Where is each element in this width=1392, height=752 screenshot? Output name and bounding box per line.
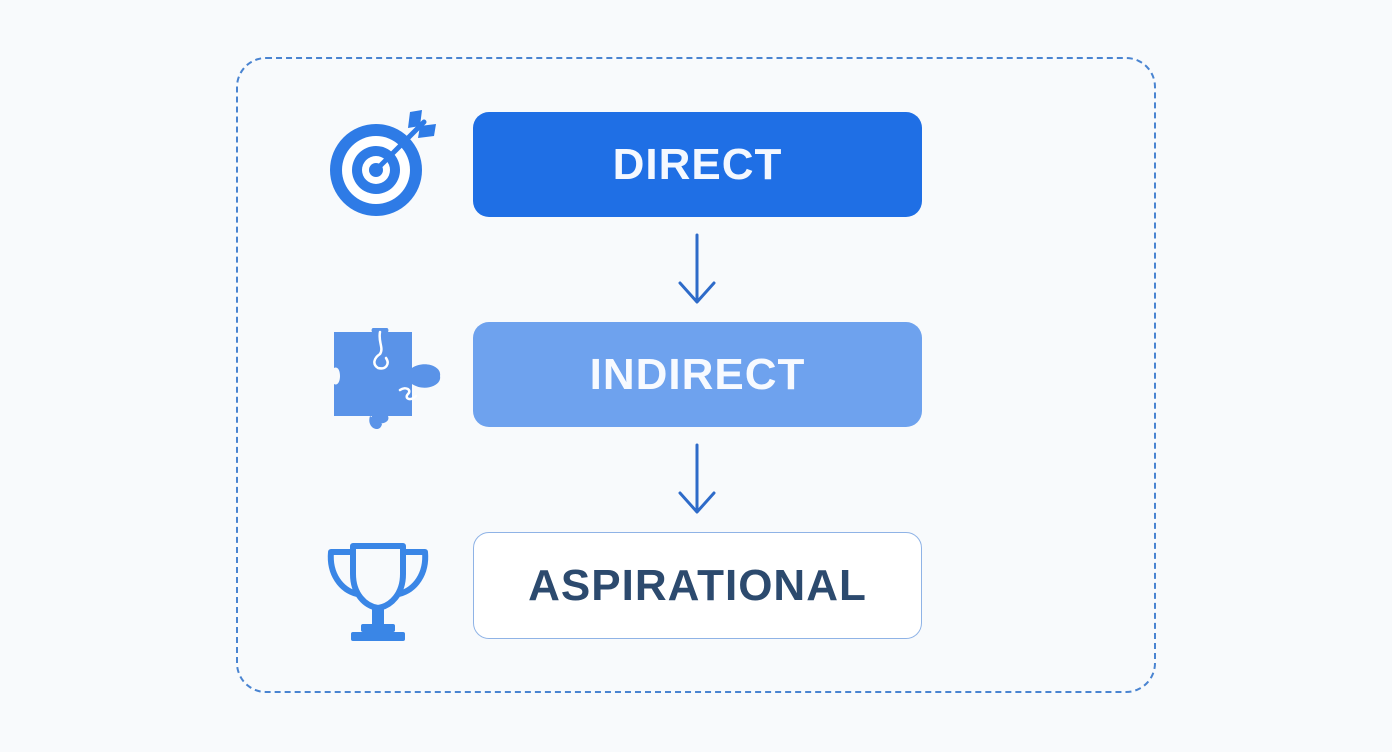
arrow-down-icon <box>678 233 716 304</box>
puzzle-piece-icon <box>334 328 441 430</box>
trophy-icon <box>327 543 429 641</box>
dashed-frame <box>236 57 1156 693</box>
tier-direct-label: DIRECT <box>612 139 783 189</box>
tier-indirect-label: INDIRECT <box>589 349 806 399</box>
tier-aspirational-label: ASPIRATIONAL <box>528 560 867 610</box>
tier-direct: DIRECT <box>473 112 922 217</box>
tier-aspirational: ASPIRATIONAL <box>473 532 922 639</box>
tier-indirect: INDIRECT <box>473 322 922 427</box>
arrow-down-icon <box>678 443 716 514</box>
target-icon <box>330 110 436 216</box>
